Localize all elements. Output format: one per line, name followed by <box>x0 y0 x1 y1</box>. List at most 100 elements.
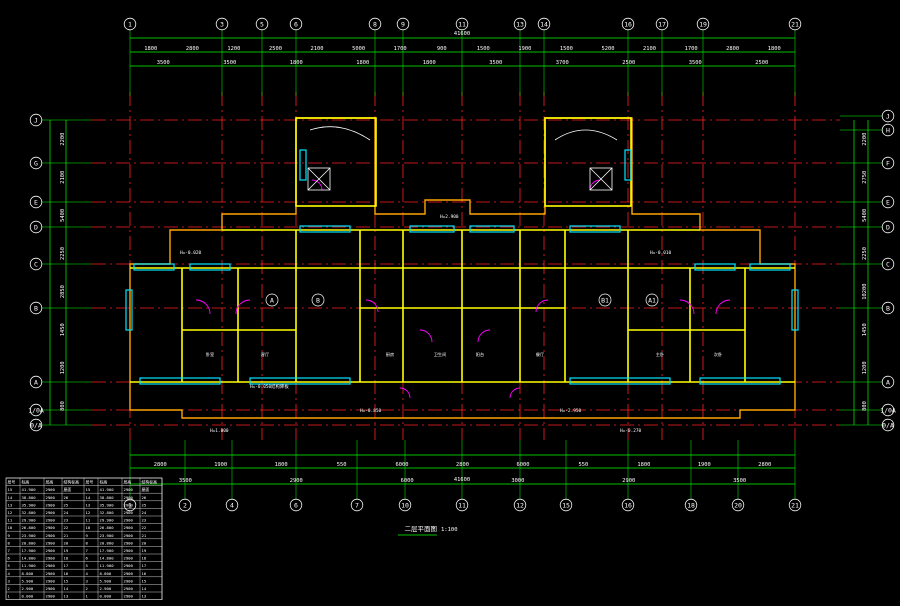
dim-top_dims_row2-7: 2500 <box>622 60 635 66</box>
right-axis-A-circle <box>881 375 895 389</box>
room-label-2: 厨房 <box>386 351 394 358</box>
legend-cell: 2900 <box>124 533 134 538</box>
legend-cell: 屋面 <box>64 487 72 492</box>
legend-cell: 26 <box>64 495 69 500</box>
unit-B-circle <box>311 293 325 307</box>
legend-cell: 19 <box>142 548 147 553</box>
dim-bottom_dims_row2-2: 6000 <box>401 478 414 484</box>
dim-bottom_dims_row1-8: 1800 <box>637 462 650 468</box>
unit-B-label: B <box>316 296 320 304</box>
right-axis-F-circle <box>881 156 895 170</box>
legend-cell: 2900 <box>124 594 134 599</box>
note-2: H=-0.010 <box>650 250 672 256</box>
dimension-lines <box>49 37 869 485</box>
bottom-axis-18-label: 18 <box>687 501 695 509</box>
legend-cell: 0.000 <box>100 594 112 599</box>
dim-right_dims-2: 5400 <box>862 209 868 222</box>
bottom-axis-15-circle <box>559 498 573 512</box>
legend-cell: 2900 <box>46 578 56 583</box>
dim-right_dims-6: 1200 <box>862 361 868 374</box>
dim-bottom_dims_row1-3: 550 <box>337 462 347 468</box>
left-axis-1-0A-label: 1/0A <box>28 406 44 414</box>
legend-cell: 13 <box>142 594 147 599</box>
legend-cell: 12 <box>8 510 13 515</box>
dim-bottom_dims_row2-4: 2900 <box>622 478 635 484</box>
legend-header-1: 标高 <box>100 480 108 485</box>
legend-cell: 13 <box>64 594 69 599</box>
legend-cell: 2900 <box>124 586 134 591</box>
legend-cell: 18 <box>142 556 147 561</box>
right-axis-B-label: B <box>886 304 890 312</box>
dim-top_dims_row1-0: 1800 <box>144 46 157 52</box>
right-axis-J-label: J <box>886 112 890 120</box>
bottom-axis-18-circle <box>684 498 698 512</box>
legend-cell: 2 <box>86 586 89 591</box>
right-axis-H-label: H <box>886 126 890 134</box>
legend-cell: 19 <box>64 548 69 553</box>
legend-cell: 2900 <box>46 533 56 538</box>
right-axis-A-label: A <box>886 378 890 386</box>
dim-left_dims-2: 5400 <box>60 209 66 222</box>
legend-cell: 8 <box>86 540 89 545</box>
legend-cell: 1 <box>86 594 89 599</box>
legend-header-0: 层号 <box>8 480 16 485</box>
dim-top_dims_row1-9: 1900 <box>518 46 531 52</box>
legend-cell: 11.900 <box>100 563 115 568</box>
dim-top_dims_row2-3: 1800 <box>356 60 369 66</box>
left-axis-0-A-circle <box>29 418 43 432</box>
legend-cell: 8.800 <box>22 571 34 576</box>
legend-cell: 9 <box>8 533 11 538</box>
legend-cell: 2 <box>8 586 11 591</box>
top-axis-8-label: 8 <box>373 20 377 28</box>
dim-bottom_dims_row1-0: 2800 <box>154 462 167 468</box>
left-axis-E-label: E <box>34 198 38 206</box>
drawing-scale: 1:100 <box>441 527 458 533</box>
legend-cell: 6 <box>86 556 89 561</box>
legend-cell: 22 <box>64 525 69 530</box>
dim-top_dims_row2-8: 3500 <box>689 60 702 66</box>
room-labels: 卧室客厅厨房卫生间阳台餐厅主卧次卧 <box>206 351 722 358</box>
legend-cell: 5 <box>8 563 11 568</box>
legend-cell: 2900 <box>124 571 134 576</box>
bottom-axis-6-circle <box>289 498 303 512</box>
dim-bottom_dims_row2-1: 2900 <box>290 478 303 484</box>
legend-cell: 2900 <box>46 563 56 568</box>
total-length-bottom: 41600 <box>454 477 470 483</box>
legend-cell: 2900 <box>124 578 134 583</box>
legend-cell: 2900 <box>46 502 56 507</box>
top-axis-14-circle <box>537 17 551 31</box>
legend-cell: 2900 <box>46 510 56 515</box>
building-walls <box>125 117 799 419</box>
legend-cell: 2900 <box>46 487 56 492</box>
legend-cell: 2900 <box>46 548 56 553</box>
dim-top_dims_row2-0: 3500 <box>157 60 170 66</box>
right-axis-E-circle <box>881 195 895 209</box>
legend-header-2: 层高 <box>46 480 54 485</box>
legend-cell: 2900 <box>46 540 56 545</box>
dim-bottom_dims_row1-2: 1800 <box>275 462 288 468</box>
note-0: H=-0.050结构降板 <box>250 383 289 390</box>
bottom-axis-21-label: 21 <box>791 501 799 509</box>
dim-right_dims-4: 10200 <box>862 283 868 299</box>
top-axis-9-label: 9 <box>401 20 405 28</box>
legend-cell: 17.900 <box>22 548 37 553</box>
dim-top_dims_row2-6: 3700 <box>556 60 569 66</box>
legend-cell: 2900 <box>46 525 56 530</box>
legend-cell: 16 <box>64 571 69 576</box>
legend-cell: 12 <box>86 510 91 515</box>
bottom-axis-15-label: 15 <box>562 501 570 509</box>
legend-cell: 15 <box>142 578 147 583</box>
left-axis-D-circle <box>29 220 43 234</box>
legend-cell: 2900 <box>124 487 134 492</box>
top-axis-8-circle <box>368 17 382 31</box>
top-axis-11-label: 11 <box>458 20 466 28</box>
dim-top_dims_row1-15: 1800 <box>768 46 781 52</box>
legend-cell: 5 <box>86 563 89 568</box>
legend-cell: 14 <box>86 495 91 500</box>
left-axis-J-label: J <box>34 116 38 124</box>
dim-bottom_dims_row1-6: 6000 <box>516 462 529 468</box>
dim-right_dims-1: 2750 <box>862 171 868 184</box>
